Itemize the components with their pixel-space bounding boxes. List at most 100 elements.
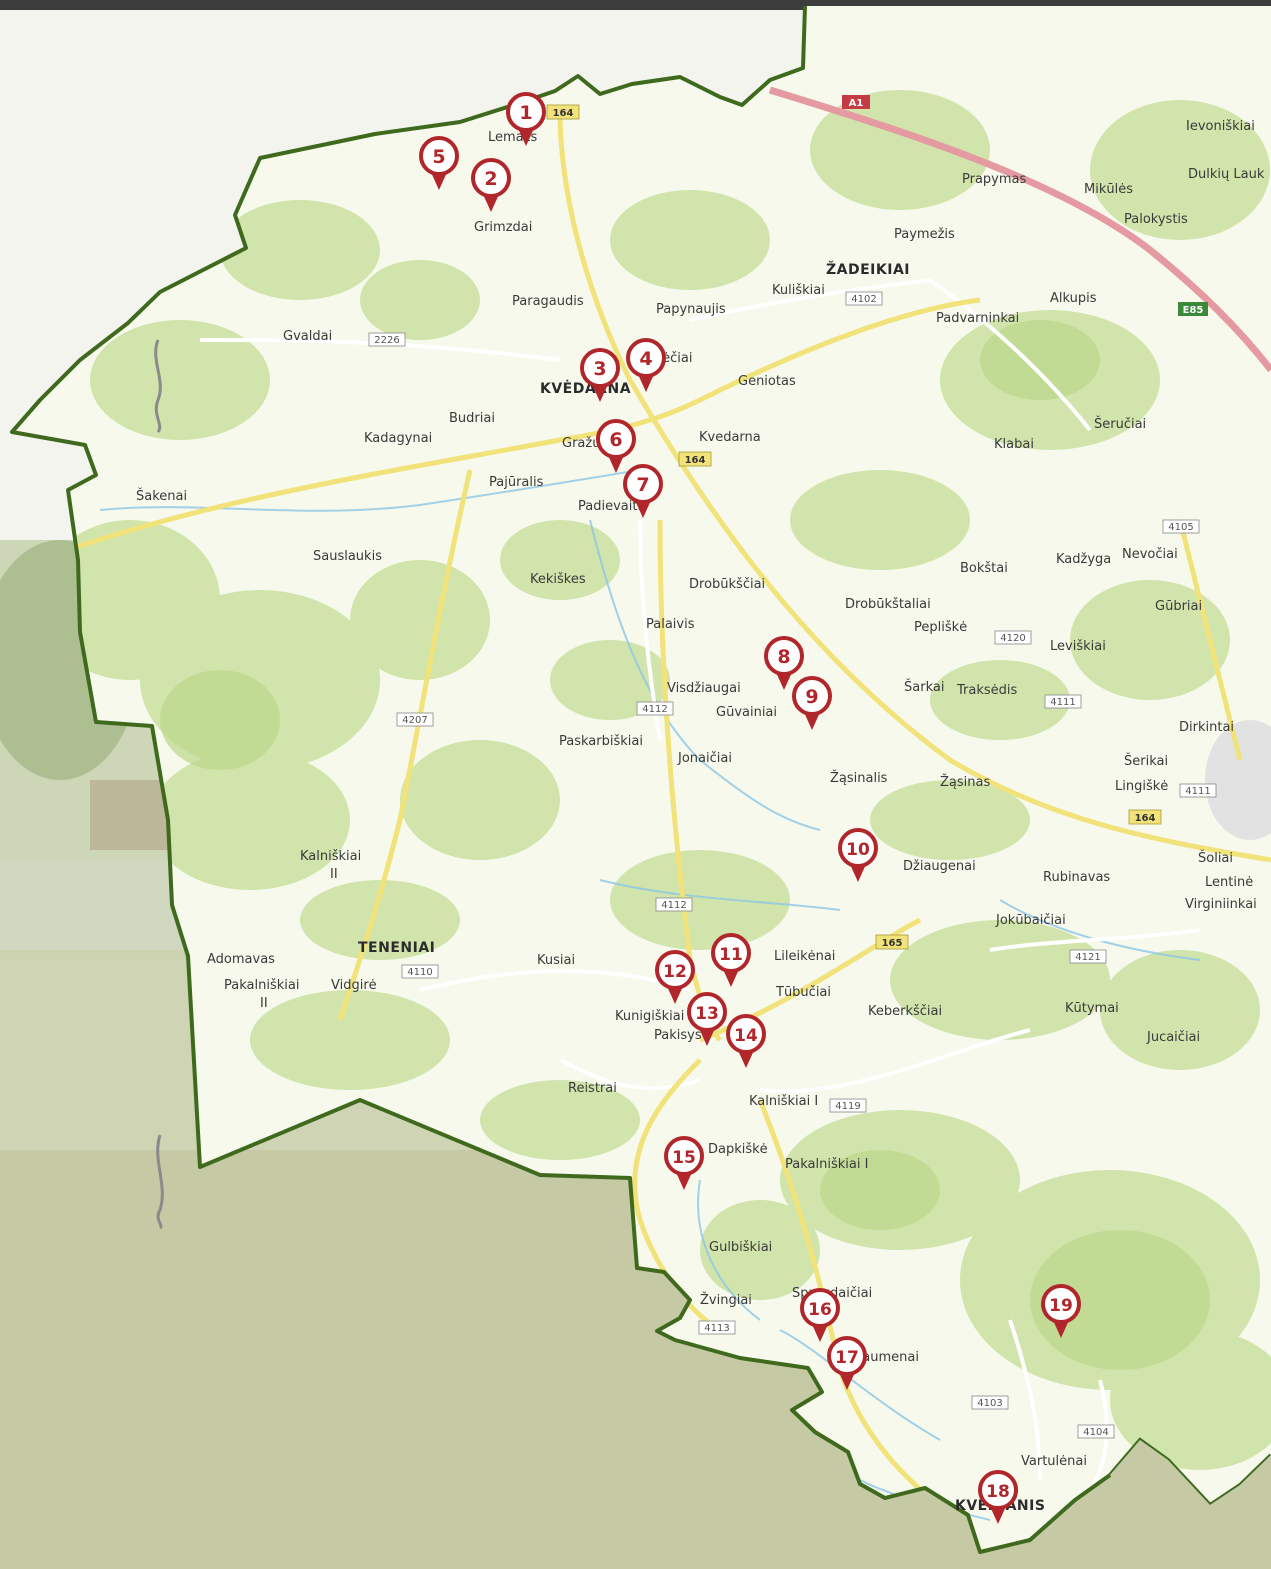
place-zasinas: Žąsinas xyxy=(940,774,990,790)
place-dirkintai: Dirkintai xyxy=(1179,720,1234,735)
road-4207-label: 4207 xyxy=(402,715,427,726)
road-164a: 164 xyxy=(546,104,580,120)
location-marker[interactable]: 5 xyxy=(419,136,459,190)
road-4121: 4121 xyxy=(1069,949,1107,964)
marker-number: 3 xyxy=(593,358,606,380)
location-marker[interactable]: 1 xyxy=(506,92,546,146)
road-4105-label: 4105 xyxy=(1168,522,1193,533)
location-marker[interactable]: 18 xyxy=(978,1470,1018,1524)
location-marker[interactable]: 9 xyxy=(792,676,832,730)
road-4110-label: 4110 xyxy=(407,967,432,978)
road-4105: 4105 xyxy=(1162,519,1200,534)
road-164c: 164 xyxy=(1128,809,1162,825)
road-4111a: 4111 xyxy=(1044,694,1082,709)
road-e85: E85 xyxy=(1178,302,1208,316)
place-pakisys: Pakisys xyxy=(654,1028,702,1043)
place-budriai: Budriai xyxy=(449,411,495,426)
marker-number: 9 xyxy=(805,686,818,708)
location-marker[interactable]: 13 xyxy=(687,992,727,1046)
place-drobukcsiai: Drobūkščiai xyxy=(689,577,765,592)
place-sarkai: Šarkai xyxy=(904,679,944,695)
place-lentine: Lentinė xyxy=(1205,875,1253,890)
place-kunigiskiai: Kunigiškiai xyxy=(615,1009,684,1024)
road-2226: 2226 xyxy=(368,332,406,347)
location-marker[interactable]: 11 xyxy=(711,933,751,987)
marker-number: 17 xyxy=(835,1348,859,1368)
district-boundary xyxy=(10,5,1112,1554)
place-sauslaukis: Sauslaukis xyxy=(313,549,382,564)
marker-circle xyxy=(838,828,878,868)
road-164a-label: 164 xyxy=(553,108,574,119)
binder-clips xyxy=(154,339,164,1230)
location-marker[interactable]: 15 xyxy=(664,1136,704,1190)
place-virginiinkai: Virginiinkai xyxy=(1185,897,1257,912)
location-marker[interactable]: 7 xyxy=(623,464,663,518)
marker-circle xyxy=(664,1136,704,1176)
place-soliai: Šoliai xyxy=(1198,850,1233,866)
marker-number: 8 xyxy=(777,646,790,668)
location-marker[interactable]: 8 xyxy=(764,636,804,690)
marker-circle xyxy=(711,933,751,973)
road-164b: 164 xyxy=(678,451,712,467)
location-marker[interactable]: 2 xyxy=(471,158,511,212)
place-tubuciai: Tūbučiai xyxy=(775,985,831,1000)
place-alkupis: Alkupis xyxy=(1050,291,1097,306)
marker-number: 7 xyxy=(636,474,649,496)
place-drobukstaliai: Drobūkštaliai xyxy=(845,597,931,612)
place-kutymai: Kūtymai xyxy=(1065,1001,1119,1016)
marker-number: 6 xyxy=(609,429,622,451)
location-marker[interactable]: 14 xyxy=(726,1014,766,1068)
place-adomavas: Adomavas xyxy=(207,952,275,967)
marker-circle xyxy=(471,158,511,198)
road-4111a-label: 4111 xyxy=(1050,697,1075,708)
place-serikai: Šerikai xyxy=(1124,753,1168,769)
marker-number: 14 xyxy=(734,1026,758,1046)
place-rubinavas: Rubinavas xyxy=(1043,870,1110,885)
place-pajuralis: Pajūralis xyxy=(489,475,544,490)
road-4112a-label: 4112 xyxy=(642,704,667,715)
dense-forest xyxy=(160,320,1210,1370)
location-marker[interactable]: 12 xyxy=(655,950,695,1004)
marker-number: 18 xyxy=(986,1482,1010,1502)
road-4119-label: 4119 xyxy=(835,1101,860,1112)
location-marker[interactable]: 17 xyxy=(827,1336,867,1390)
place-sakenai: Šakenai xyxy=(136,488,187,504)
marker-circle xyxy=(764,636,804,676)
place-kalniskiai-i: Kalniškiai I xyxy=(749,1094,818,1109)
location-marker[interactable]: 19 xyxy=(1041,1284,1081,1338)
minor-roads xyxy=(199,278,1201,1492)
place-prapymas: Prapymas xyxy=(962,172,1026,187)
town-area xyxy=(1205,720,1271,840)
location-marker[interactable]: 3 xyxy=(580,348,620,402)
marker-circle xyxy=(792,676,832,716)
place-palokystis: Palokystis xyxy=(1124,212,1188,227)
place-traksedis: Traksėdis xyxy=(956,683,1018,698)
road-4112b: 4112 xyxy=(655,897,693,912)
location-marker[interactable]: 10 xyxy=(838,828,878,882)
place-gubriai: Gūbriai xyxy=(1155,599,1202,614)
road-4207: 4207 xyxy=(396,712,434,727)
location-marker[interactable]: 4 xyxy=(626,338,666,392)
marker-circle xyxy=(1041,1284,1081,1324)
place-bokstai: Bokštai xyxy=(960,561,1008,576)
road-4112b-label: 4112 xyxy=(661,900,686,911)
place-pepliske: Pepliškė xyxy=(914,620,967,635)
place-paymezis: Paymežis xyxy=(894,227,955,242)
place-zvingiai: Žvingiai xyxy=(700,1292,752,1308)
place-reistrai: Reistrai xyxy=(568,1081,617,1096)
place-kuliskiai: Kuliškiai xyxy=(772,283,825,298)
marker-number: 12 xyxy=(663,962,687,982)
road-4120: 4120 xyxy=(994,630,1032,645)
marker-circle xyxy=(506,92,546,132)
place-lingiske: Lingiškė xyxy=(1115,779,1168,794)
location-marker[interactable]: 16 xyxy=(800,1288,840,1342)
place-geniotas: Geniotas xyxy=(738,374,796,389)
road-164b-label: 164 xyxy=(685,455,706,466)
place-pakalniskiai-ii-suffix: II xyxy=(260,996,268,1011)
location-marker[interactable]: 6 xyxy=(596,419,636,473)
marker-number: 16 xyxy=(808,1300,832,1320)
place-jonaiciai: Jonaičiai xyxy=(677,751,732,766)
